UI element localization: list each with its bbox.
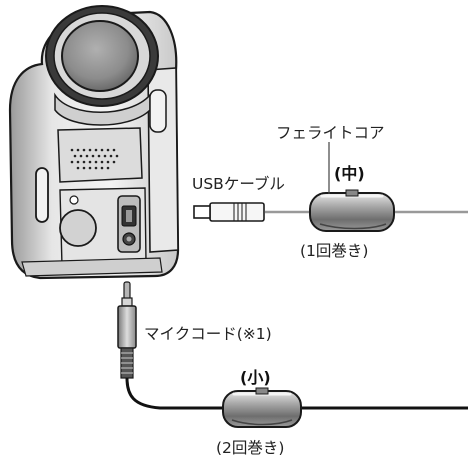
mic-cord	[117, 281, 468, 410]
turns-one-label: (1回巻き)	[300, 242, 368, 260]
ferrite-core-medium	[309, 189, 395, 232]
mic-cord-label: マイクコード(※1)	[144, 325, 272, 343]
usb-cable-label: USBケーブル	[192, 174, 285, 193]
size-medium-label: (中)	[334, 164, 365, 183]
ferrite-core-label: フェライトコア	[276, 124, 385, 142]
turns-two-label: (2回巻き)	[216, 439, 284, 457]
size-small-label: (小)	[240, 368, 271, 387]
ferrite-core-small	[222, 387, 302, 428]
camcorder-illustration	[8, 5, 180, 280]
